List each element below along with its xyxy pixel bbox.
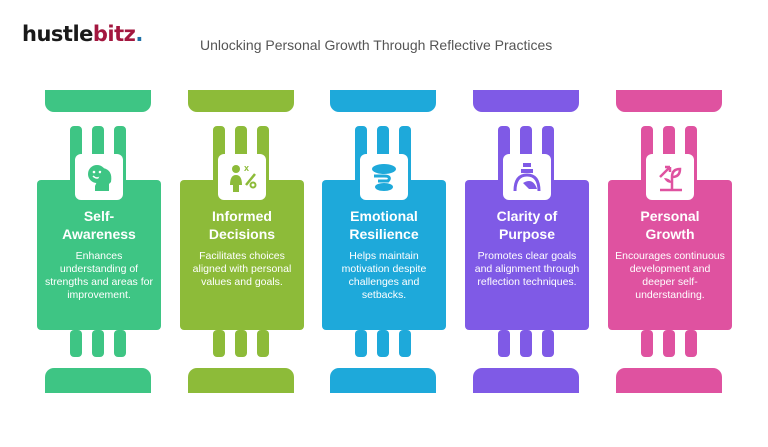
pillar-bottom-bar [641, 330, 653, 357]
bonsai-tree-icon [360, 154, 408, 200]
pillar-title-line: Awareness [62, 226, 136, 242]
pillar-description: Enhances understanding of strengths and … [45, 250, 153, 301]
pillar-title-line: Growth [645, 226, 695, 242]
pillar-bottom-bar [114, 330, 126, 357]
hustlebitz-logo: hustlebitz. [22, 22, 143, 46]
pillar-bottom-cap [616, 368, 722, 393]
pillar-panel [608, 180, 732, 330]
pillar-top-cap [616, 90, 722, 112]
pillar-panel [465, 180, 589, 330]
pillar-title-line: Resilience [349, 226, 419, 242]
pillar-bottom-cap [45, 368, 151, 393]
pillar-bottom-bar [685, 330, 697, 357]
pillar-top-cap [188, 90, 294, 112]
person-decision-icon: x [218, 154, 266, 200]
growing-plant-icon [646, 154, 694, 200]
pillar-bottom-bar [355, 330, 367, 357]
pillar-description: Encourages continuous development and de… [615, 250, 725, 301]
pillar-bottom-bar [663, 330, 675, 357]
pillar-title-line: Self- [83, 208, 115, 224]
pillar-bottom-bar [520, 330, 532, 357]
logo-dot: . [135, 22, 143, 46]
pillar-description: Facilitates choices aligned with persona… [192, 250, 292, 288]
pillar-bottom-bar [498, 330, 510, 357]
pillar-bottom-cap [473, 368, 579, 393]
pillar-title-line: Purpose [498, 226, 555, 242]
logo-text-accent: bitz [92, 22, 136, 46]
pillar-title: Clarity of Purpose [475, 207, 579, 243]
pillar-bottom-bar [213, 330, 225, 357]
pillar-panel [37, 180, 161, 330]
pillar-bottom-cap [188, 368, 294, 393]
pillar-title-line: Decisions [208, 226, 276, 242]
pillar-title-line: Informed [212, 208, 272, 224]
smiling-head-icon [75, 154, 123, 200]
pillar-bottom-bar [235, 330, 247, 357]
pillar-panel [180, 180, 304, 330]
page-title: Unlocking Personal Growth Through Reflec… [200, 37, 553, 53]
pillar-bottom-bar [399, 330, 411, 357]
pillar-panel [322, 180, 446, 330]
pillar-top-cap [473, 90, 579, 112]
pillar-title-line: Emotional [350, 208, 418, 224]
pillar-title: Self- Awareness [47, 207, 151, 243]
pillar-bottom-bar [92, 330, 104, 357]
pillar-bottom-bar [542, 330, 554, 357]
pillar-bottom-cap [330, 368, 436, 393]
pillar-bottom-bar [257, 330, 269, 357]
pillar-top-cap [330, 90, 436, 112]
pillar-description: Helps maintain motivation despite challe… [341, 250, 427, 301]
logo-text: hustle [22, 22, 93, 46]
pillar-title-line: Personal [640, 208, 700, 224]
signpost-hill-icon [503, 154, 551, 200]
pillar-top-cap [45, 90, 151, 112]
pillar-title-line: Clarity of [496, 208, 558, 224]
pillar-description: Promotes clear goals and alignment throu… [474, 250, 580, 288]
pillar-bottom-bar [70, 330, 82, 357]
svg-text:x: x [244, 163, 249, 173]
pillar-bottom-bar [377, 330, 389, 357]
